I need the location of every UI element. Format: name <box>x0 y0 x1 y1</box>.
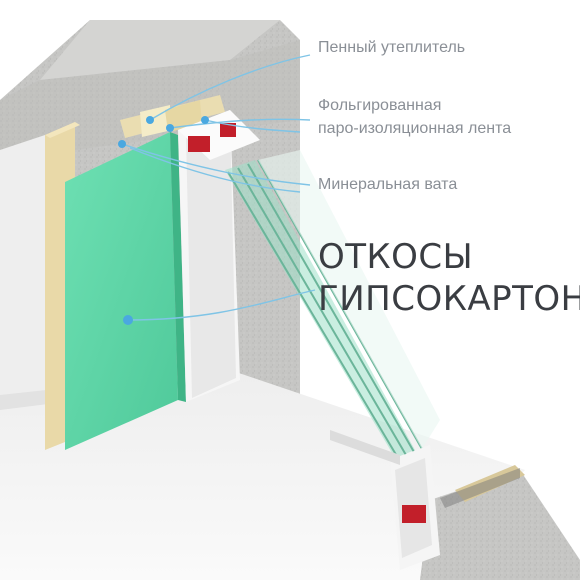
callout-dot-foil <box>166 124 174 132</box>
callout-dot-drywall <box>123 315 133 325</box>
pvc-bottom-profile <box>330 430 440 570</box>
callout-dot-foam <box>146 116 154 124</box>
foam-insulation <box>120 95 225 138</box>
title-drywall: ГИПСОКАРТОН <box>318 279 580 319</box>
triple-glazing <box>225 150 440 459</box>
callout-dot-foil-2 <box>201 116 209 124</box>
label-mineral-wool: Минеральная вата <box>318 176 458 193</box>
exterior-concrete <box>420 465 580 580</box>
label-foil-tape-line2: паро-изоляционная лента <box>318 120 512 137</box>
callout-drywall-line <box>127 289 316 321</box>
pvc-window-frame <box>178 110 260 402</box>
title-slopes: ОТКОСЫ <box>318 237 474 277</box>
callout-foil-line-1 <box>169 118 311 129</box>
callout-mineral-line-2 <box>129 147 301 193</box>
callout-foil-line-2 <box>204 119 301 133</box>
label-foam-insulation: Пенный утеплитель <box>318 39 466 56</box>
callout-lines <box>121 54 316 321</box>
callout-mineral-line-1 <box>121 143 311 186</box>
callout-foam-line <box>149 54 311 121</box>
callout-dots <box>118 116 209 325</box>
callout-dot-mineral <box>118 140 126 148</box>
drywall-slope-panel <box>65 132 186 450</box>
label-foil-tape-line1: Фольгированная <box>318 97 442 114</box>
